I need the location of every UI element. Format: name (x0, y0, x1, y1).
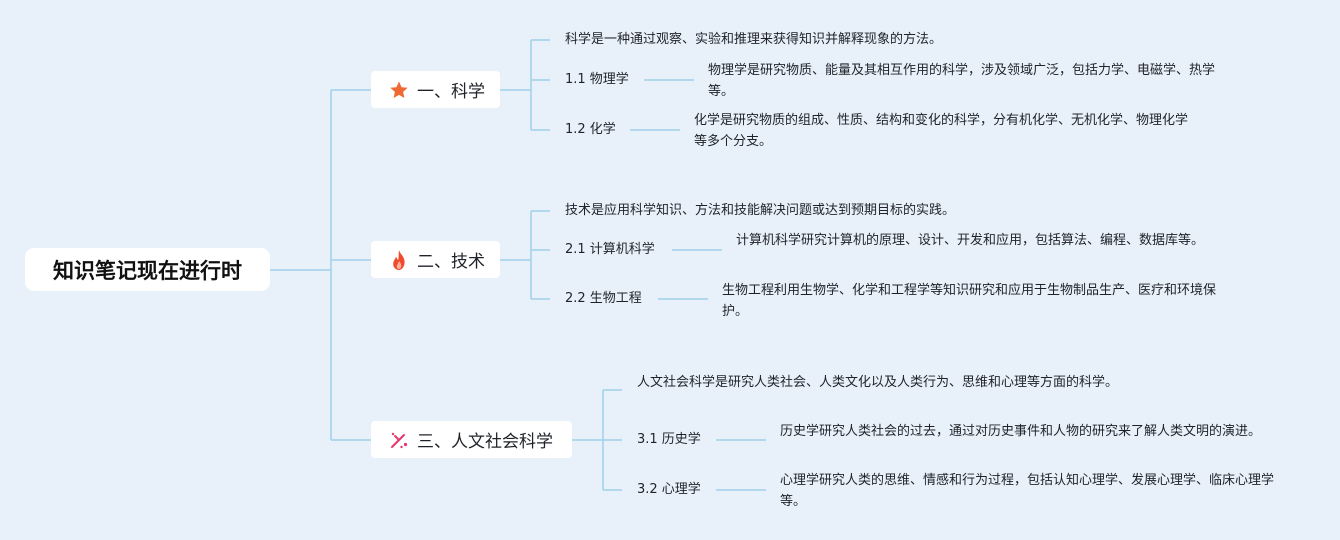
branch-label: 三、人文社会科学 (417, 432, 553, 452)
topic-node[interactable]: 1.1 物理学 (565, 72, 629, 87)
fire-icon (387, 248, 411, 272)
topic-description[interactable]: 历史学研究人类社会的过去，通过对历史事件和人物的研究来了解人类文明的演进。 (780, 424, 1262, 439)
root-node[interactable]: 知识笔记现在进行时 (25, 248, 270, 291)
topic-description[interactable]: 物理学是研究物质、能量及其相互作用的科学，涉及领域广泛，包括力学、电磁学、热学等… (708, 63, 1216, 99)
branch-label: 二、技术 (417, 252, 485, 272)
topic-description[interactable]: 计算机科学研究计算机的原理、设计、开发和应用，包括算法、编程、数据库等。 (736, 233, 1205, 248)
topic-node[interactable]: 3.1 历史学 (637, 432, 701, 447)
branch-science[interactable]: 一、科学 (371, 71, 500, 108)
root-title: 知识笔记现在进行时 (53, 258, 242, 283)
topic-node[interactable]: 2.1 计算机科学 (565, 242, 655, 257)
branch-humanities[interactable]: 三、人文社会科学 (371, 421, 572, 458)
topic-node[interactable]: 2.2 生物工程 (565, 291, 642, 306)
branch-technology[interactable]: 二、技术 (371, 241, 500, 278)
branch-summary[interactable]: 技术是应用科学知识、方法和技能解决问题或达到预期目标的实践。 (565, 203, 956, 218)
star-icon (387, 78, 411, 102)
topic-node[interactable]: 3.2 心理学 (637, 482, 701, 497)
topic-description[interactable]: 心理学研究人类的思维、情感和行为过程，包括认知心理学、发展心理学、临床心理学等。 (780, 473, 1275, 509)
branch-summary[interactable]: 科学是一种通过观察、实验和推理来获得知识并解释现象的方法。 (565, 32, 943, 47)
topic-description[interactable]: 生物工程利用生物学、化学和工程学等知识研究和应用于生物制品生产、医疗和环境保护。 (722, 283, 1217, 319)
branch-summary[interactable]: 人文社会科学是研究人类社会、人类文化以及人类行为、思维和心理等方面的科学。 (637, 375, 1119, 390)
sparkle-icon (387, 428, 411, 452)
topic-description[interactable]: 化学是研究物质的组成、性质、结构和变化的科学，分有机化学、无机化学、物理化学等多… (694, 113, 1189, 149)
branch-label: 一、科学 (417, 82, 485, 102)
topic-node[interactable]: 1.2 化学 (565, 122, 616, 137)
